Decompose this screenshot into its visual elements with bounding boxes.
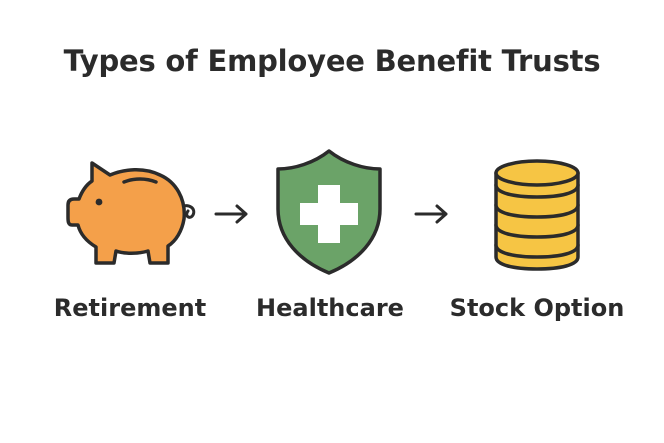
arrow-right-icon (414, 203, 450, 225)
label-healthcare: Healthcare (256, 294, 404, 322)
label-retirement: Retirement (53, 294, 207, 322)
diagram-title: Types of Employee Benefit Trusts (63, 44, 601, 78)
medical-shield-icon (270, 147, 388, 277)
arrow-right-icon (214, 203, 250, 225)
piggy-bank-icon (62, 155, 202, 273)
coin-stack-icon (490, 155, 584, 273)
label-stock-option: Stock Option (449, 294, 625, 322)
